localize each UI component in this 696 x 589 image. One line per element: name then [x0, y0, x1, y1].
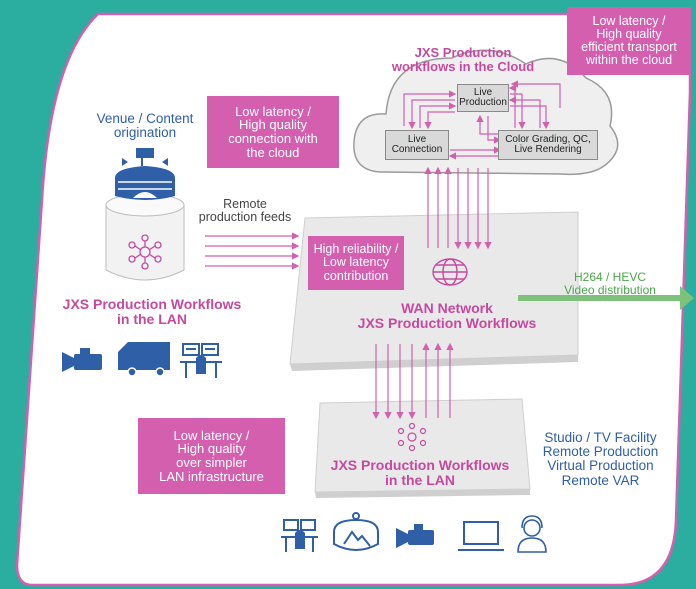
operator-headset-icon — [517, 515, 547, 553]
wan-reliability-note: High reliability / Low latency contribut… — [308, 236, 404, 290]
video-camera-icon — [62, 348, 102, 372]
stadium-icon — [115, 148, 175, 200]
node-live-connection: Live Connection — [385, 130, 449, 160]
wan-cloud-arrows — [424, 166, 492, 250]
distribution-label: H264 / HEVC Video distribution — [564, 270, 656, 297]
node-live-production: Live Production — [457, 84, 509, 112]
venue-label: Venue / Content origination — [96, 111, 194, 141]
wan-label: WAN Network JXS Production Workflows — [357, 300, 537, 331]
video-camera-icon — [396, 524, 434, 548]
remote-feed-arrows — [205, 232, 300, 270]
cloud-title: JXS Production workflows in the Cloud — [391, 45, 535, 74]
distribution-arrow — [518, 286, 694, 310]
lan-infrastructure-note: Low latency / High quality over simpler … — [138, 418, 285, 494]
lan-bottom-label: JXS Production Workflows in the LAN — [330, 457, 510, 488]
lan-left-label: JXS Production Workflows in the LAN — [62, 296, 242, 327]
lan-hub-icon — [397, 422, 427, 452]
cloud-arrows — [403, 80, 561, 160]
production-desk-icon — [180, 343, 222, 378]
studio-label: Studio / TV Facility Remote Production V… — [542, 430, 659, 488]
cloud-connection-note: Low latency / High quality connection wi… — [207, 96, 339, 168]
remote-feeds-label: Remote production feeds — [198, 197, 292, 225]
virtual-studio-icon — [333, 512, 379, 551]
network-hub-icon — [128, 234, 162, 270]
wan-lan-arrows — [372, 342, 454, 420]
globe-icon — [432, 258, 468, 286]
cloud-transport-note: Low latency / High quality efficient tra… — [567, 7, 691, 75]
node-color-grading: Color Grading, QC, Live Rendering — [498, 130, 598, 160]
ob-van-icon — [118, 342, 170, 377]
laptop-icon — [458, 521, 504, 551]
database-cylinder-icon — [105, 193, 185, 281]
